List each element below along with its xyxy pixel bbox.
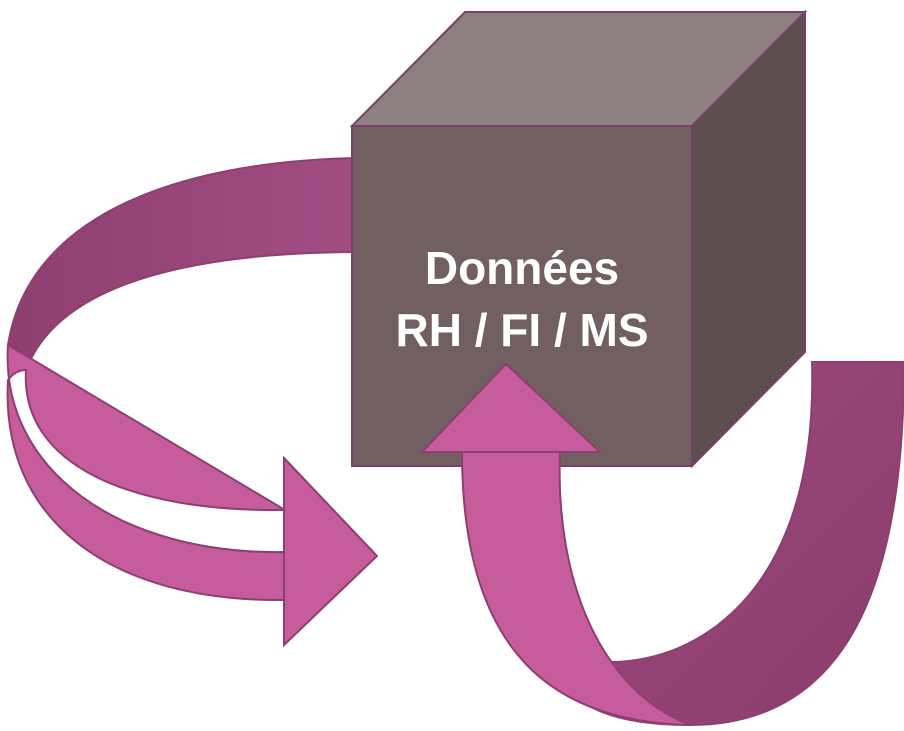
left-arrow-front-band bbox=[6, 343, 289, 602]
cube-label-line1: Données bbox=[425, 242, 619, 294]
left-arrow-back-band bbox=[6, 156, 363, 373]
cube-icon: Données RH / FI / MS bbox=[349, 9, 808, 469]
left-curved-arrow bbox=[6, 156, 379, 648]
cube-label-line2: RH / FI / MS bbox=[396, 304, 649, 356]
right-curved-arrow bbox=[419, 361, 904, 727]
right-arrow-head bbox=[419, 362, 603, 453]
left-arrow-head bbox=[283, 455, 379, 648]
right-arrow-front-band bbox=[460, 451, 691, 726]
